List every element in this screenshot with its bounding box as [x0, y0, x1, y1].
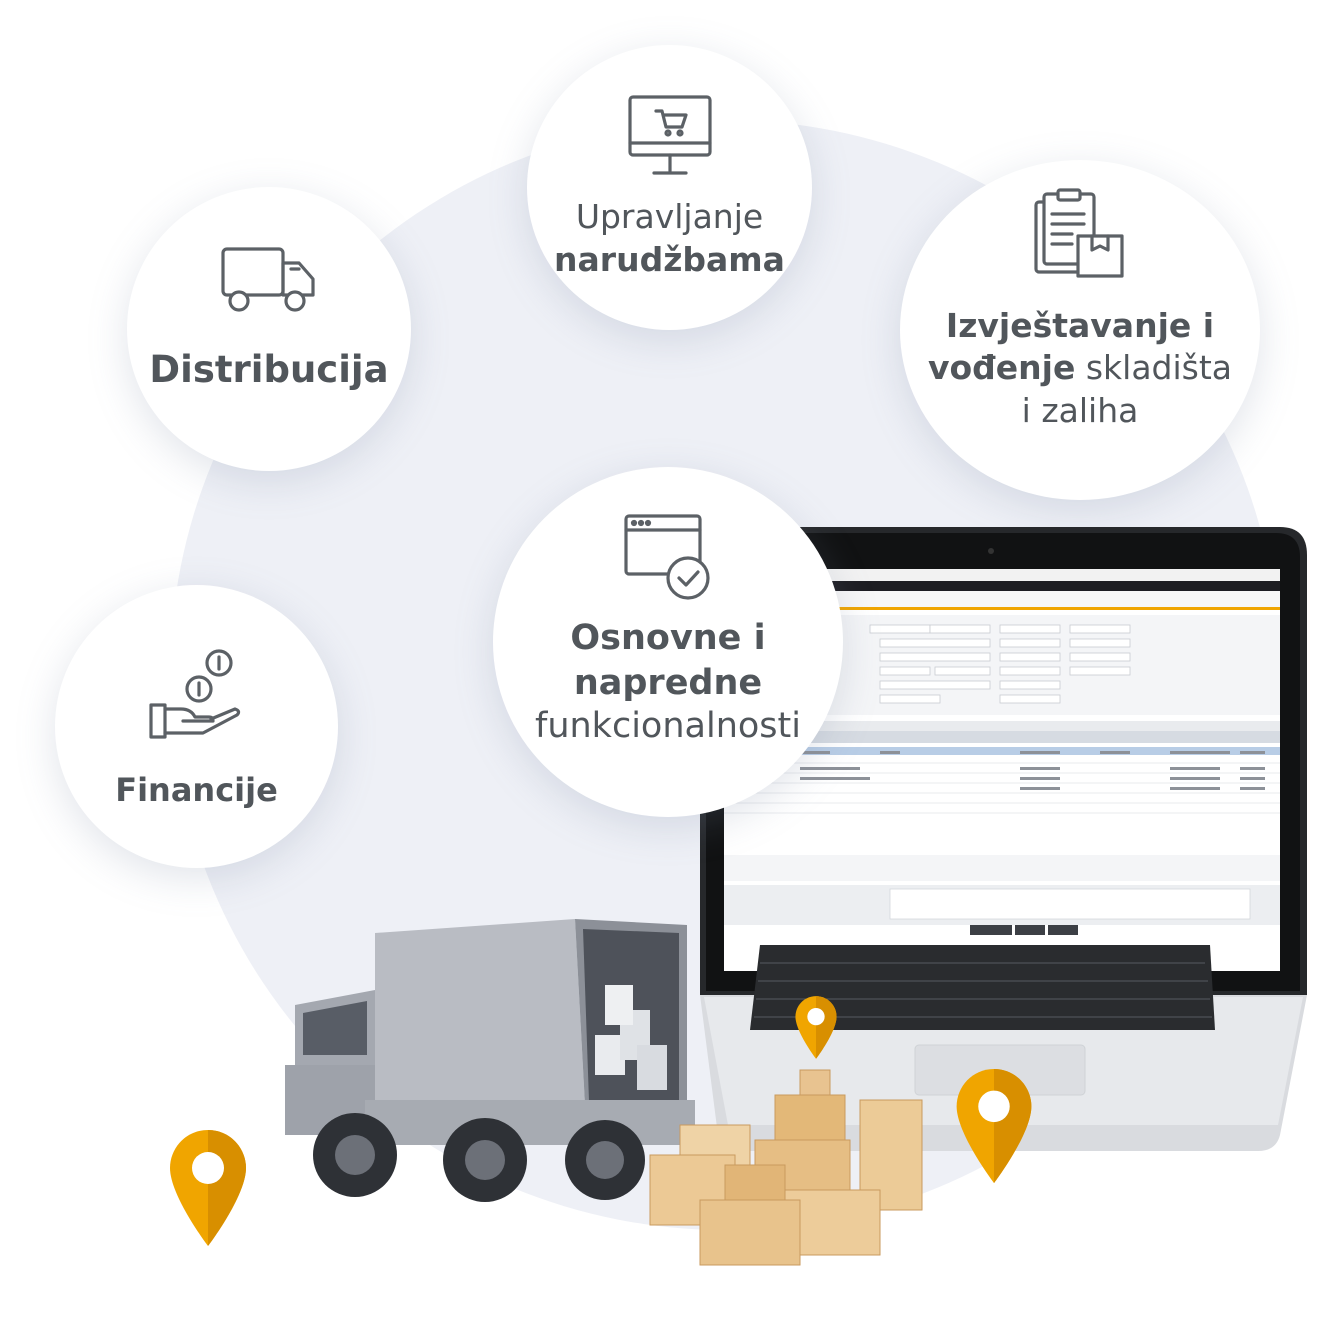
- monitor-cart-icon: [626, 93, 714, 179]
- window-check-icon: [622, 512, 714, 600]
- finance-title: Financije: [115, 771, 278, 809]
- reporting-title-line2: vođenje skladišta: [900, 348, 1260, 388]
- features-title-line3: funkcionalnosti: [535, 706, 801, 746]
- features-title-line1: Osnovne i: [570, 618, 766, 658]
- reporting-title-line2-regular: skladišta: [1075, 348, 1233, 387]
- reporting-title-line3: i zaliha: [1021, 391, 1139, 430]
- parcel-boxes-illustration: [645, 1060, 925, 1270]
- location-pin-icon: [793, 995, 839, 1061]
- reporting-title-line2-bold: vođenje: [927, 348, 1076, 387]
- location-pin-icon: [166, 1128, 250, 1250]
- bubble-orders[interactable]: Upravljanje narudžbama: [527, 45, 812, 330]
- orders-title-line1: Upravljanje: [575, 197, 764, 236]
- truck-icon: [219, 245, 319, 317]
- clipboard-box-icon: [1032, 188, 1128, 280]
- features-title-line2: napredne: [573, 663, 763, 703]
- delivery-truck-illustration: [275, 915, 695, 1225]
- bubble-finance[interactable]: Financije: [55, 585, 338, 868]
- bubble-distribution[interactable]: Distribucija: [127, 187, 411, 471]
- distribution-title: Distribucija: [149, 348, 389, 391]
- location-pin-icon: [952, 1067, 1036, 1187]
- reporting-title-line1: Izvještavanje i: [945, 306, 1215, 345]
- hand-coins-icon: [147, 647, 247, 743]
- orders-title-line2: narudžbama: [554, 240, 785, 279]
- bubble-features[interactable]: Osnovne i napredne funkcionalnosti: [493, 467, 843, 817]
- bubble-reporting[interactable]: Izvještavanje i vođenje skladišta i zali…: [900, 160, 1260, 500]
